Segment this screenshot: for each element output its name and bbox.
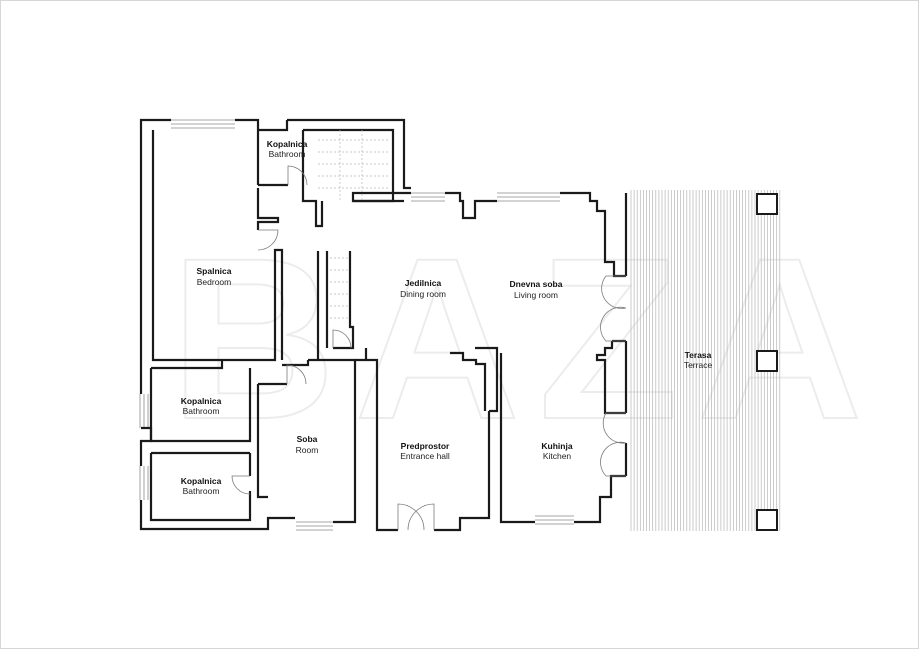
room-labels: Kopalnica Bathroom Spalnica Bedroom Kopa…	[181, 139, 713, 496]
walls	[139, 118, 628, 532]
terrace-pillar-bottom	[756, 509, 778, 531]
watermark: BAZA	[170, 210, 881, 467]
room-bathroom-bottom-sub: Bathroom	[183, 486, 220, 496]
room-entrance-name: Predprostor	[401, 441, 450, 451]
room-dining-name: Jedilnica	[405, 278, 442, 288]
room-bathroom-middle-name: Kopalnica	[181, 396, 222, 406]
room-entrance-sub: Entrance hall	[400, 451, 450, 461]
room-soba-name: Soba	[297, 434, 318, 444]
room-living-name: Dnevna soba	[510, 279, 563, 289]
room-bedroom-sub: Bedroom	[197, 277, 232, 287]
room-bathroom-top-name: Kopalnica	[267, 139, 308, 149]
room-bathroom-bottom-name: Kopalnica	[181, 476, 222, 486]
room-living-sub: Living room	[514, 290, 558, 300]
room-bathroom-top-sub: Bathroom	[269, 149, 306, 159]
room-dining-sub: Dining room	[400, 289, 446, 299]
room-kitchen-name: Kuhinja	[541, 441, 572, 451]
room-bedroom-name: Spalnica	[197, 266, 232, 276]
room-terrace-name: Terasa	[685, 350, 712, 360]
window-openings	[139, 119, 574, 531]
room-bathroom-middle-sub: Bathroom	[183, 406, 220, 416]
terrace-pillar-middle	[756, 350, 778, 372]
staircase	[318, 130, 390, 319]
room-kitchen-sub: Kitchen	[543, 451, 572, 461]
room-soba-sub: Room	[296, 445, 319, 455]
terrace-pillar-top	[756, 193, 778, 215]
doors	[231, 165, 627, 531]
room-terrace-sub: Terrace	[684, 360, 713, 370]
